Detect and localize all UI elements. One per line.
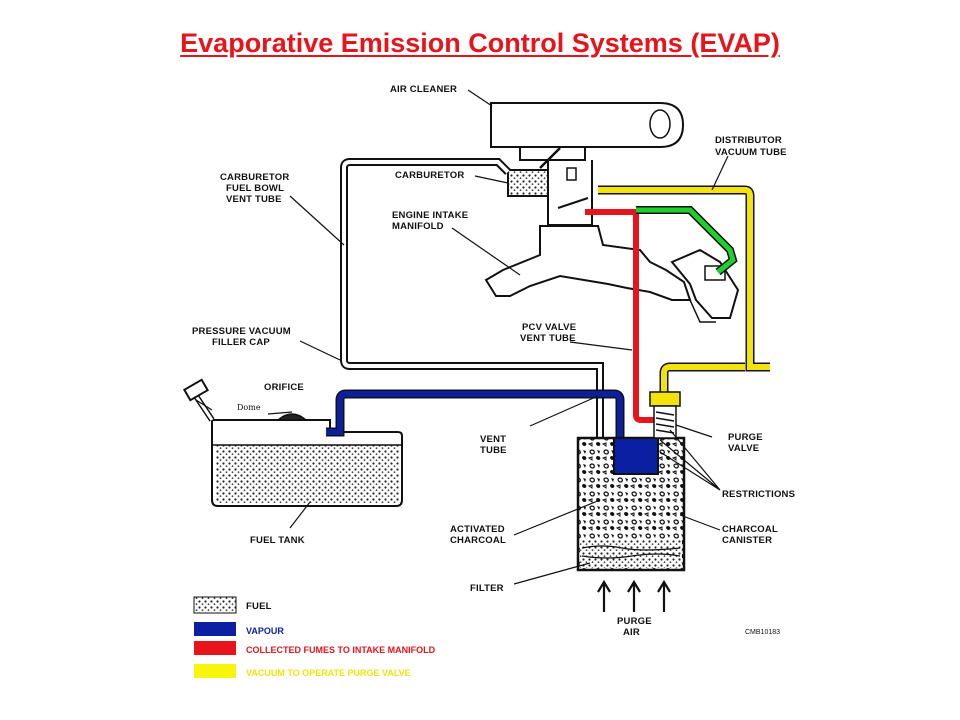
fuel-tank [182,378,403,507]
legend-swatch-fuel [193,596,237,614]
figure-code: CMB10183 [745,629,780,636]
legend-label-fuel: FUEL [246,601,272,612]
leader-lines [195,89,729,585]
page-title: Evaporative Emission Control Systems (EV… [180,28,780,58]
legend-swatch-vacuum [194,664,236,678]
activated-charcoal-label-line2: CHARCOAL [450,535,506,546]
purge-air-label-line1: PURGE [617,616,652,627]
orifice-label: ORIFICE [264,382,304,393]
purge-air-arrows [597,579,671,612]
vent-tube-label-line1: VENT [480,434,506,445]
filter-label: FILTER [470,583,504,594]
carburetor-label: CARBURETOR [395,170,464,181]
filler-cap-label-line2: FILLER CAP [212,337,270,348]
intake-label-line1: ENGINE INTAKE [392,210,468,221]
vent-tube [326,389,625,440]
purge-valve [649,391,681,439]
activated-charcoal-label-line1: ACTIVATED [450,524,505,535]
carb-vent-label-line3: VENT TUBE [226,194,282,205]
restrictions-label: RESTRICTIONS [722,489,795,500]
intake-label-line2: MANIFOLD [392,221,444,232]
purge-valve-label-line1: PURGE [728,432,763,443]
fuel-tank-label: FUEL TANK [250,535,305,546]
distributor-vacuum-tube [598,185,770,395]
legend-label-vapour: VAPOUR [246,626,284,636]
dome-label: Dome [237,403,261,412]
distributor-label-line1: DISTRIBUTOR [715,135,782,146]
legend-label-fumes: COLLECTED FUMES TO INTAKE MANIFOLD [246,645,436,655]
distributor-label-line2: VACUUM TUBE [715,147,787,158]
charcoal-canister [576,391,686,572]
canister-label-line1: CHARCOAL [722,524,778,535]
carburetor-fuel-bowl-vent-tube [340,158,604,440]
pcv-valve-vent-tube [585,206,738,423]
purge-air-label-line2: AIR [623,627,640,638]
legend-label-vacuum: VACUUM TO OPERATE PURGE VALVE [246,668,411,678]
carb-vent-label-line1: CARBURETOR [220,172,289,183]
engine-intake-manifold [484,225,740,323]
legend-swatch-fumes [194,641,236,655]
pcv-label-line1: PCV VALVE [522,322,576,333]
purge-valve-label-line2: VALVE [728,443,759,454]
carburetor [507,147,593,226]
vent-tube-label-line2: TUBE [480,445,507,456]
legend: FUEL VAPOUR COLLECTED FUMES TO INTAKE MA… [193,596,436,678]
canister-label-line2: CANISTER [722,535,772,546]
filler-cap-label-line1: PRESSURE VACUUM [192,326,291,337]
air-cleaner-label: AIR CLEANER [390,84,457,95]
carb-vent-label-line2: FUEL BOWL [226,183,284,194]
legend-swatch-vapour [194,622,236,636]
pcv-label-line2: VENT TUBE [520,333,576,344]
air-cleaner [490,102,685,161]
